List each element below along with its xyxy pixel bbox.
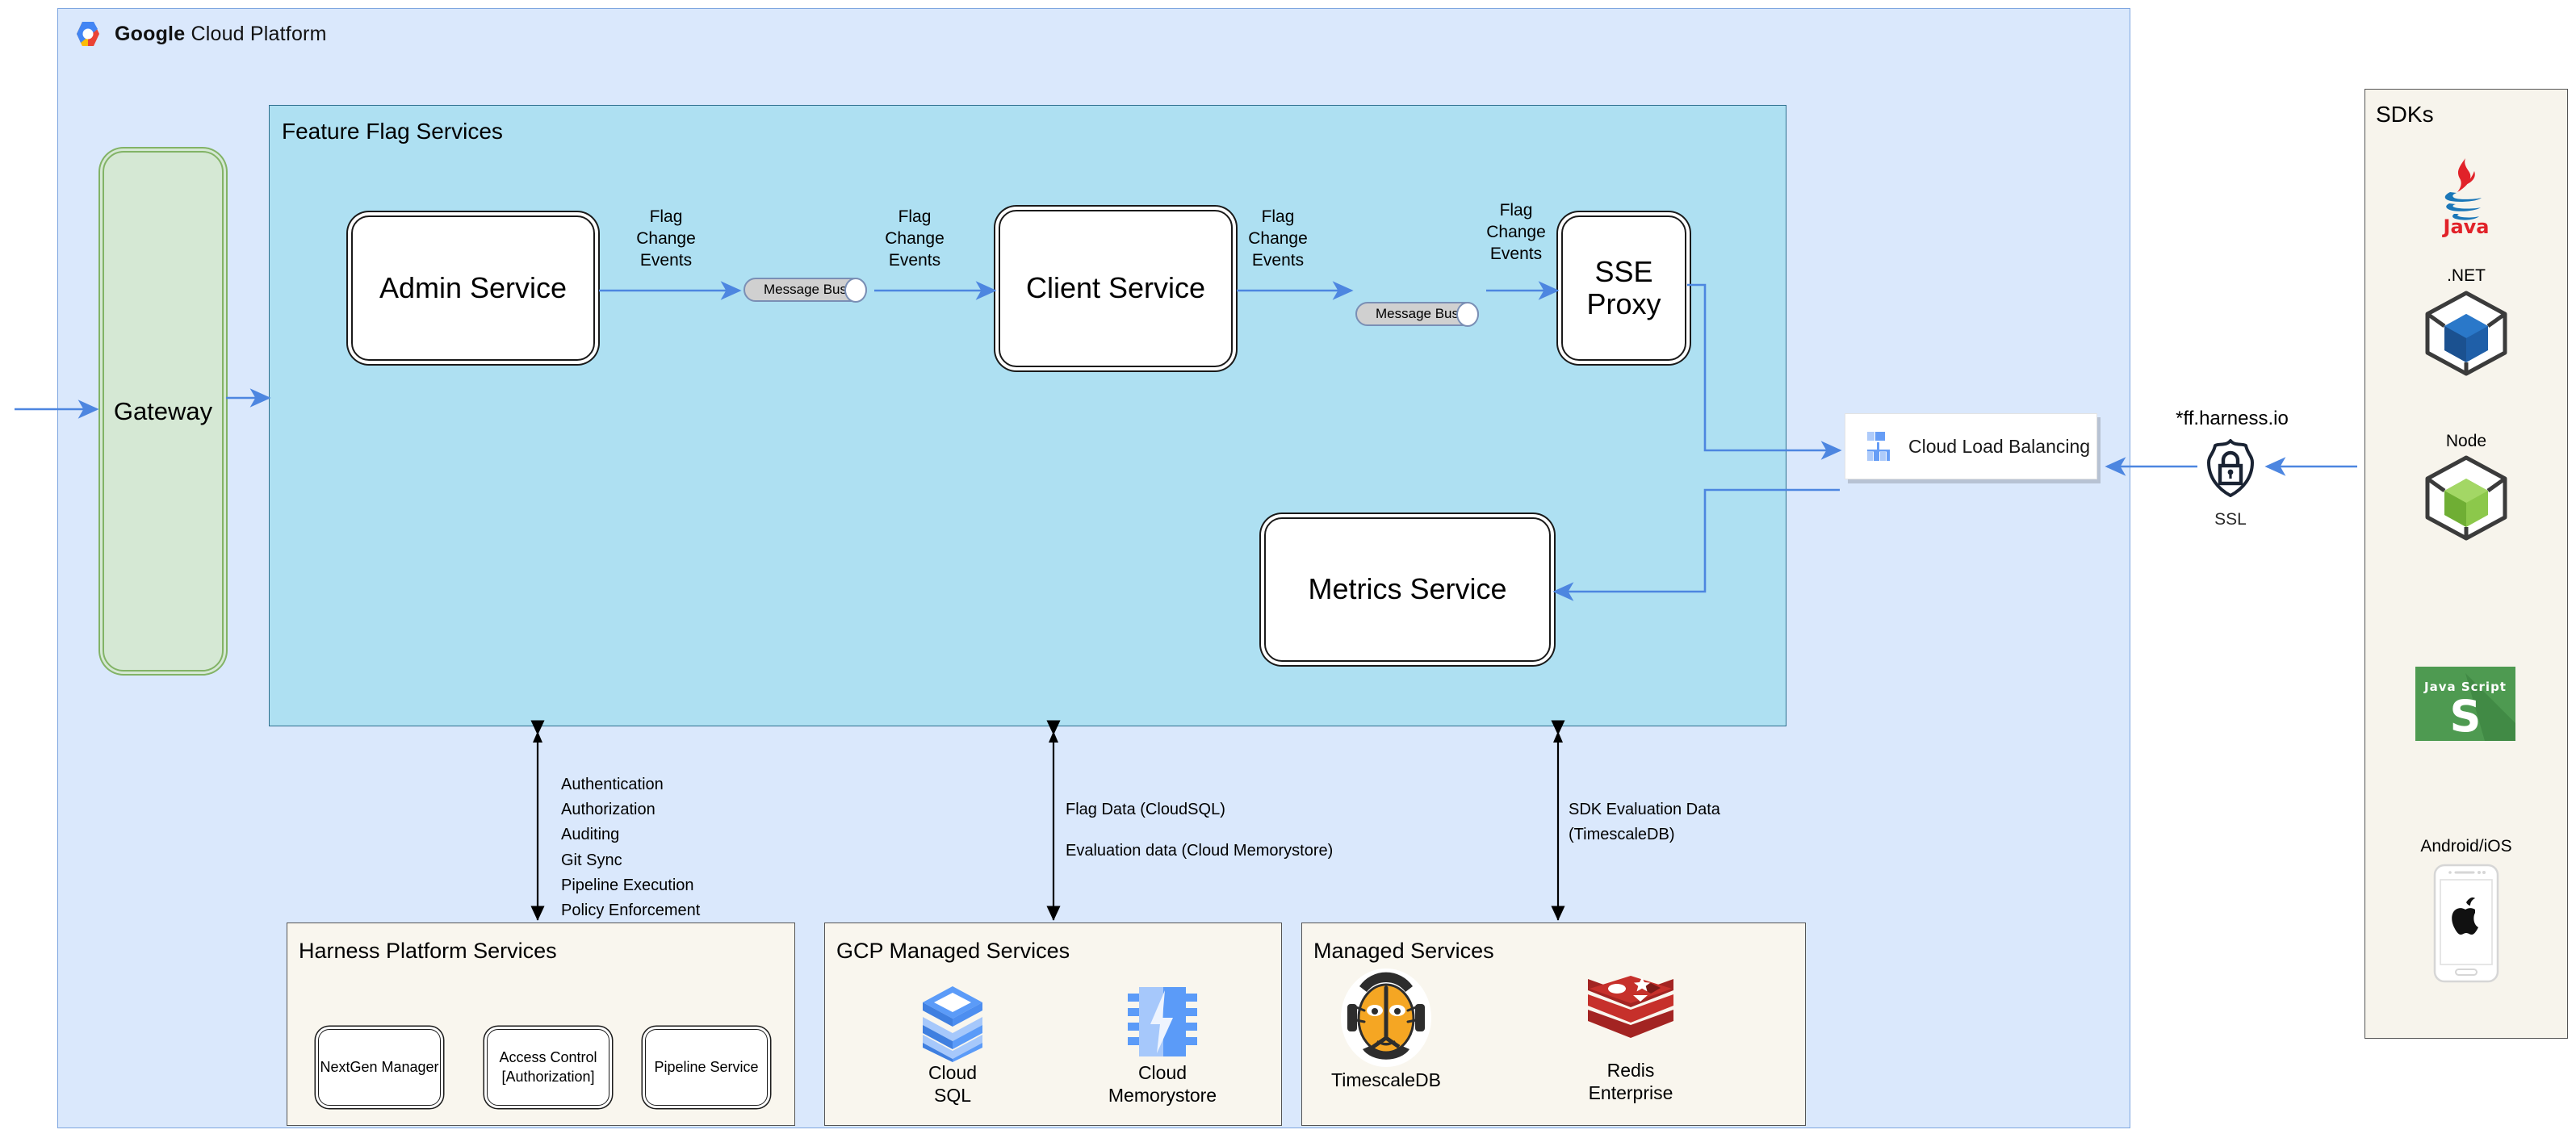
annotation-line: Evaluation data (Cloud Memorystore)	[1066, 842, 1334, 860]
access-control-box[interactable]: Access Control [Authorization]	[487, 1029, 609, 1106]
pipeline-service-label: Pipeline Service	[654, 1058, 759, 1075]
gcp-managed-services-title: GCP Managed Services	[836, 939, 1070, 963]
admin-service-box[interactable]: Admin Service	[351, 215, 595, 361]
svg-text:Java Script: Java Script	[2423, 680, 2507, 694]
google-cloud-logo-icon	[73, 20, 103, 48]
pipeline-service-box[interactable]: Pipeline Service	[645, 1029, 768, 1106]
edge-label-line: Events	[1489, 244, 1543, 263]
svg-text:Java: Java	[2442, 215, 2490, 238]
edge-label-line: Events	[1251, 250, 1305, 270]
access-control-label-line2: [Authorization]	[501, 1068, 595, 1085]
message-bus-1[interactable]: Message Bus	[743, 277, 867, 303]
cloud-sql-item[interactable]: Cloud SQL	[896, 981, 1009, 1111]
sdks-panel-label: SDKs	[2376, 102, 2434, 127]
svg-text:S: S	[2450, 691, 2482, 741]
ssl-caption: SSL	[2214, 510, 2247, 529]
cloud-memorystore-caption: Cloud Memorystore	[1094, 1062, 1231, 1107]
edge-label-line: Change	[1486, 222, 1546, 241]
android-ios-caption: Android/iOS	[2420, 837, 2512, 856]
edge-label-line: Flag	[1499, 201, 1533, 220]
annotation-line: SDK Evaluation Data	[1569, 801, 1720, 818]
edge-label-line: Flag	[898, 207, 932, 226]
edge-label-line: Events	[888, 250, 941, 270]
annotation-harness-link: Authentication Authorization Auditing Gi…	[561, 776, 827, 927]
java-logo-icon: Java	[2423, 153, 2509, 238]
annotation-line: Flag Data (CloudSQL)	[1066, 801, 1225, 818]
nextgen-manager-box[interactable]: NextGen Manager	[318, 1029, 441, 1106]
sse-proxy-label-line2: Proxy	[1586, 287, 1661, 320]
annotation-line: Git Sync	[561, 851, 622, 869]
annotation-managed-link: SDK Evaluation Data (TimescaleDB)	[1569, 801, 1811, 851]
caption-line: Cloud	[1137, 1062, 1187, 1083]
ssl-domain-label: *ff.harness.io	[2176, 408, 2289, 429]
message-bus-1-label: Message Bus	[764, 282, 847, 297]
timescaledb-caption: TimescaleDB	[1305, 1069, 1467, 1092]
annotation-line: Auditing	[561, 826, 620, 844]
feature-flag-services-panel	[269, 105, 1786, 726]
caption-line: SQL	[933, 1084, 972, 1106]
javascript-logo-icon: Java Script S	[2415, 667, 2515, 741]
message-bus-2-cap	[1456, 301, 1479, 327]
caption-line: Cloud	[928, 1062, 978, 1083]
metrics-service-label: Metrics Service	[1308, 572, 1507, 606]
metrics-service-box[interactable]: Metrics Service	[1264, 517, 1551, 662]
caption-line: Enterprise	[1588, 1082, 1673, 1103]
annotation-line: Policy Enforcement	[561, 901, 701, 919]
cloud-load-balancing-label: Cloud Load Balancing	[1908, 435, 2091, 457]
annotation-line: Authentication	[561, 776, 664, 793]
edge-label-bus2-to-sseproxy: Flag Change Events	[1464, 200, 1569, 266]
cloud-sql-icon	[896, 981, 1009, 1062]
edge-label-client-to-bus2: Flag Change Events	[1225, 207, 1330, 272]
cloud-load-balancing-icon	[1862, 429, 1895, 463]
caption-line: Memorystore	[1108, 1084, 1217, 1106]
gateway-label: Gateway	[113, 396, 213, 425]
edge-label-line: Change	[636, 228, 696, 248]
annotation-line: Authorization	[561, 801, 656, 819]
cloud-sql-caption: Cloud SQL	[896, 1062, 1009, 1107]
sse-proxy-label-line1: SSE	[1594, 254, 1653, 288]
nextgen-manager-label: NextGen Manager	[320, 1058, 439, 1075]
harness-platform-services-title: Harness Platform Services	[299, 939, 557, 963]
edge-label-admin-to-bus1: Flag Change Events	[614, 207, 718, 272]
redis-enterprise-caption: Redis Enterprise	[1558, 1060, 1703, 1104]
edge-label-line: Change	[885, 228, 945, 248]
annotation-line: Pipeline Execution	[561, 876, 694, 894]
mobile-apple-icon	[2433, 864, 2499, 983]
edge-label-bus1-to-client: Flag Change Events	[862, 207, 967, 272]
message-bus-1-cap	[844, 277, 867, 303]
annotation-line: (TimescaleDB)	[1569, 826, 1675, 844]
caption-line: Redis	[1606, 1060, 1655, 1081]
timescaledb-tiger-icon	[1305, 969, 1467, 1069]
message-bus-2[interactable]: Message Bus	[1355, 301, 1479, 327]
cloud-load-balancing-card[interactable]: Cloud Load Balancing	[1845, 413, 2097, 479]
node-cube-icon	[2422, 454, 2511, 542]
timescaledb-item[interactable]: TimescaleDB	[1305, 969, 1467, 1114]
annotation-gcp-link: Flag Data (CloudSQL) Evaluation data (Cl…	[1066, 801, 1405, 884]
gcp-managed-services-panel	[824, 923, 1282, 1126]
caption-line: TimescaleDB	[1331, 1069, 1441, 1090]
ssl-shield-lock-icon	[2198, 436, 2263, 500]
dotnet-caption: .NET	[2447, 266, 2486, 285]
cloud-memorystore-icon	[1094, 981, 1231, 1062]
access-control-label-line1: Access Control	[499, 1049, 597, 1066]
client-service-label: Client Service	[1025, 271, 1206, 305]
redis-enterprise-item[interactable]: Redis Enterprise	[1558, 973, 1703, 1114]
edge-label-line: Events	[639, 250, 693, 270]
client-service-box[interactable]: Client Service	[999, 210, 1233, 367]
message-bus-2-label: Message Bus	[1376, 306, 1459, 321]
admin-service-label: Admin Service	[379, 270, 568, 304]
edge-label-line: Change	[1248, 228, 1308, 248]
dotnet-cube-icon	[2422, 289, 2511, 378]
feature-flag-services-label: Feature Flag Services	[282, 119, 503, 144]
gateway-box[interactable]: Gateway	[103, 151, 224, 672]
gcp-panel-header: Google Cloud Platform	[73, 20, 327, 48]
cloud-memorystore-item[interactable]: Cloud Memorystore	[1094, 981, 1231, 1111]
sse-proxy-box[interactable]: SSE Proxy	[1561, 215, 1686, 361]
gcp-panel-title: Google Cloud Platform	[115, 22, 327, 45]
redis-icon	[1558, 973, 1703, 1060]
node-caption: Node	[2445, 432, 2487, 450]
edge-label-line: Flag	[649, 207, 683, 226]
managed-services-title: Managed Services	[1313, 939, 1494, 963]
edge-label-line: Flag	[1261, 207, 1295, 226]
